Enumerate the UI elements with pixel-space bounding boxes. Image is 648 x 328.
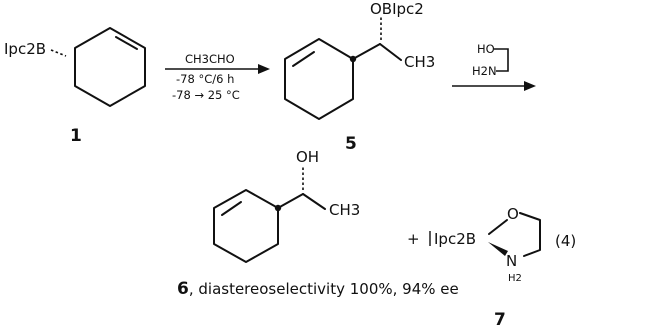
ethanolamine-chain: [494, 48, 509, 72]
compound-5-number: 5: [345, 134, 357, 154]
compound-7-number: 7: [494, 310, 506, 328]
compound-6-caption: 6, diastereoselectivity 100%, 94% ee: [177, 279, 459, 299]
oxazaborolidine-ring: [519, 212, 541, 257]
ring-nh-label: H2: [508, 273, 522, 284]
equation-number: (4): [555, 232, 576, 250]
reaction-arrow-2: HO H2N: [452, 42, 536, 91]
plus-sign: +: [407, 230, 420, 248]
reagent-amine-label: H2N: [472, 64, 497, 78]
compound-5-methyl-label: CH3: [404, 53, 435, 71]
wedge-bond: [488, 242, 508, 256]
compound-1-boryl-label: Ipc2B: [4, 40, 46, 58]
cyclohexene-ring: [213, 189, 279, 263]
arrow-head: [258, 64, 270, 74]
bond: [302, 193, 326, 210]
compound-5: OBIpc2 CH3 5: [284, 0, 435, 154]
reaction-arrow-1: CH3CHO -78 °C/6 h -78 → 25 °C: [165, 52, 270, 102]
reagent-hydroxy-label: HO: [477, 42, 495, 56]
compound-5-oxy-label: OBIpc2: [370, 0, 424, 18]
compound-1: Ipc2B 1: [4, 27, 146, 146]
double-bond: [115, 36, 138, 50]
compound-1-number: 1: [70, 126, 82, 146]
compound-6-methyl-label: CH3: [329, 201, 360, 219]
compound-6-hydroxy-label: OH: [296, 148, 319, 166]
reagent-acetaldehyde: CH3CHO: [185, 52, 235, 66]
double-bond: [221, 201, 242, 216]
bond: [352, 43, 381, 60]
bond: [277, 193, 304, 209]
compound-6: OH CH3 6, diastereoselectivity 100%, 94%…: [177, 148, 459, 299]
boron-group-label: Ipc2B: [434, 230, 476, 248]
cyclohexene-ring: [284, 38, 354, 120]
compound-6-number: 6: [177, 279, 189, 299]
condition-low-temp: -78 °C/6 h: [176, 72, 234, 86]
selectivity-caption: , diastereoselectivity 100%, 94% ee: [189, 280, 459, 298]
bond: [379, 43, 402, 61]
byproduct-7: + Ipc2B O N H2 (4) 7: [407, 205, 576, 328]
bond: [488, 219, 508, 235]
double-bond: [292, 51, 315, 67]
ring-nitrogen-label: N: [506, 252, 517, 270]
dashed-bond: [50, 49, 67, 57]
ring-oxygen-label: O: [507, 205, 519, 223]
cyclohexene-ring: [74, 27, 146, 107]
condition-warm: -78 → 25 °C: [172, 88, 240, 102]
arrow-head: [524, 81, 536, 91]
